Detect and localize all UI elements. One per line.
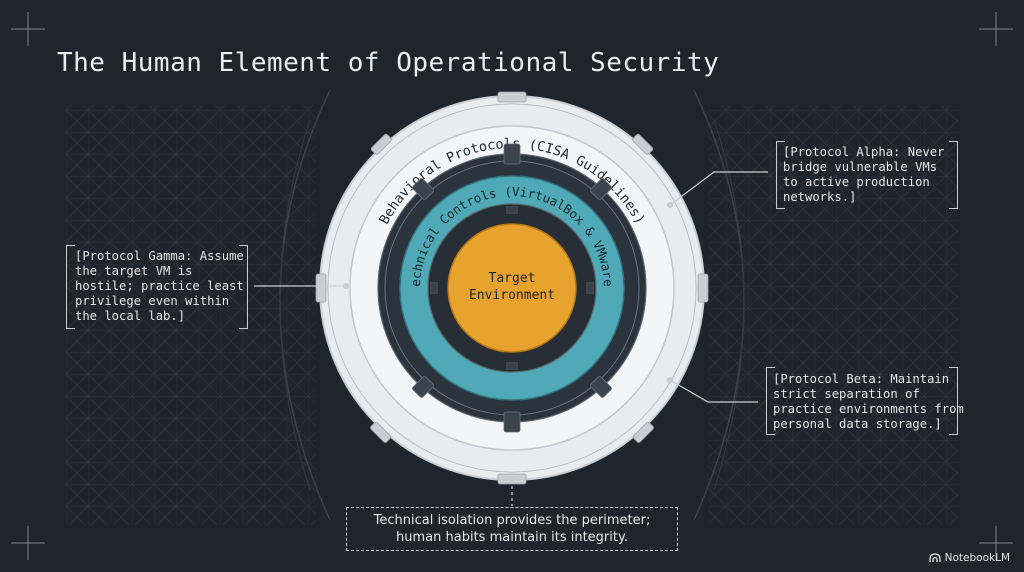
beta-bracket-right [949,367,958,435]
footer-caption: Technical isolation provides the perimet… [346,507,678,551]
alpha-bracket-right [949,141,958,209]
alpha-bracket-left [776,141,785,209]
brand-badge: NotebookLM [928,552,1010,564]
protocol-gamma-note: [Protocol Gamma: Assume the target VM is… [75,249,244,323]
notebooklm-logo-icon [928,553,941,562]
protocol-beta-note: [Protocol Beta: Maintain strict separati… [773,372,964,431]
target-environment-label: Target Environment [468,271,556,303]
target-environment-core [447,223,577,353]
page-title: The Human Element of Operational Securit… [57,48,720,78]
protocol-alpha-note: [Protocol Alpha: Never bridge vulnerable… [783,145,945,204]
brand-name: NotebookLM [944,552,1010,564]
connector-beta [669,379,758,403]
beta-bracket-left [766,367,775,435]
gamma-bracket-right [239,245,248,329]
gamma-bracket-left [66,245,75,329]
connector-alpha [669,171,768,206]
